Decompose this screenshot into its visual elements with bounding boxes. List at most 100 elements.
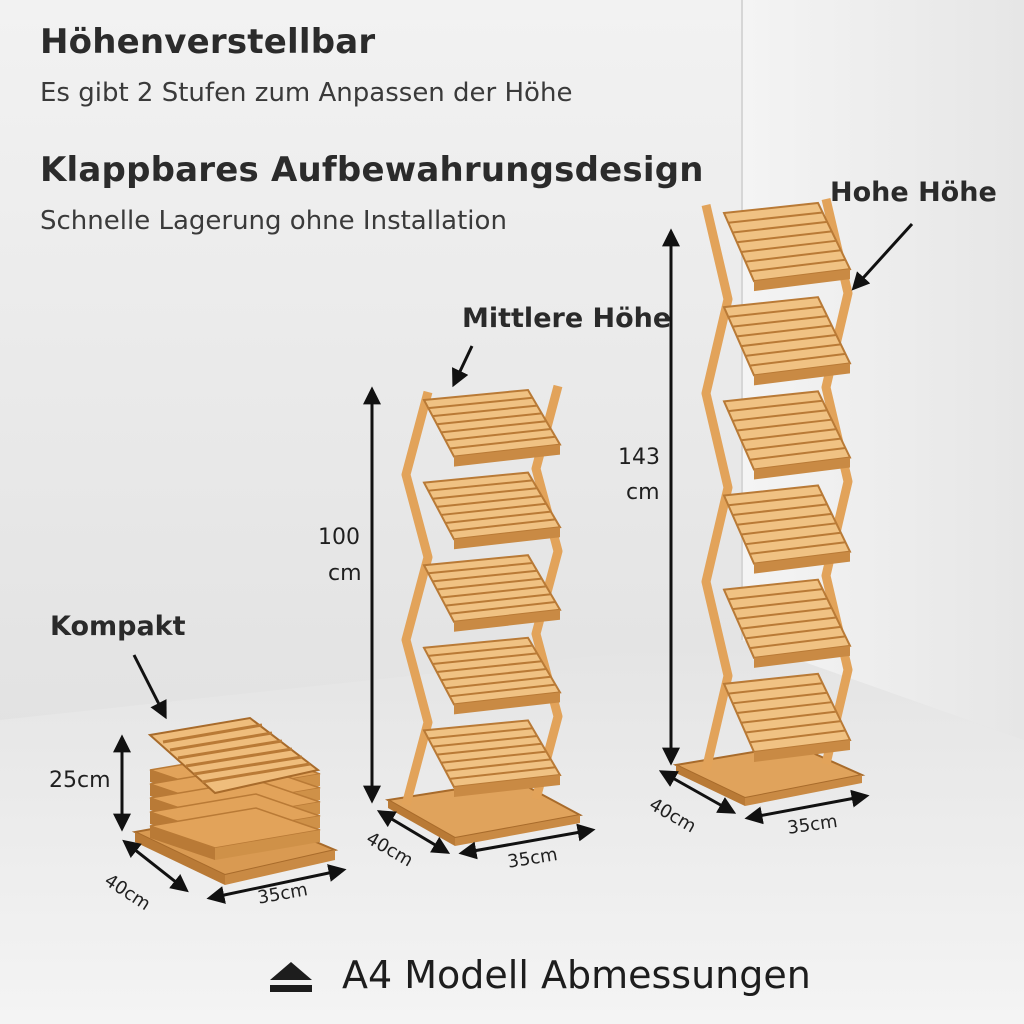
- medium-slat: [432, 487, 538, 500]
- medium-slat: [449, 518, 556, 533]
- medium-height-unit: cm: [328, 561, 362, 586]
- high-width-arrow: [744, 789, 870, 825]
- compact-width-arrow: [206, 864, 347, 904]
- compact-pointer-arrow: [132, 654, 167, 720]
- high-slat: [728, 399, 823, 413]
- medium-slat: [436, 577, 542, 591]
- high-slat: [749, 352, 846, 367]
- high-shelf-lip: [754, 457, 850, 480]
- medium-slat: [441, 502, 547, 516]
- high-frame-right: [821, 197, 853, 766]
- medium-slat: [428, 479, 533, 492]
- compact-height-label: 25cm: [49, 768, 111, 793]
- high-slat: [749, 541, 846, 555]
- medium-frame-left: [401, 390, 433, 807]
- medium-depth-arrow: [376, 810, 451, 854]
- medium-slat: [432, 652, 538, 665]
- medium-slat: [428, 727, 533, 740]
- medium-slat: [449, 601, 556, 615]
- high-slat: [728, 493, 823, 507]
- medium-stand: [385, 384, 583, 846]
- high-slat: [736, 324, 832, 338]
- high-slat: [732, 220, 828, 234]
- subtitle-foldable: Schnelle Lagerung ohne Installation: [40, 206, 507, 236]
- medium-slat: [436, 742, 542, 756]
- medium-pointer-arrow: [452, 345, 474, 388]
- high-slat: [732, 597, 828, 611]
- high-slat: [741, 522, 837, 536]
- high-depth-arrow: [658, 770, 737, 814]
- eject-icon: [268, 958, 314, 998]
- label-high: Hohe Höhe: [830, 177, 997, 208]
- medium-slat: [449, 766, 556, 780]
- footer-caption: A4 Modell Abmessungen: [342, 953, 811, 997]
- medium-slat: [449, 435, 556, 450]
- high-slat: [749, 635, 846, 650]
- high-slat: [732, 315, 828, 328]
- compact-depth-arrow: [122, 839, 189, 893]
- high-shelf-lip: [754, 363, 850, 386]
- medium-slat: [445, 428, 551, 442]
- high-shelf-lip: [754, 740, 850, 762]
- medium-slat: [441, 585, 547, 599]
- high-slat: [736, 512, 832, 526]
- medium-slat: [441, 420, 547, 434]
- high-slat: [736, 701, 832, 715]
- high-frame-left: [701, 203, 733, 772]
- high-shelf-lip: [754, 645, 850, 668]
- high-slat: [745, 625, 841, 640]
- medium-slat: [428, 644, 533, 657]
- high-slat: [736, 418, 832, 432]
- medium-slat: [445, 510, 551, 525]
- high-slat: [749, 258, 846, 273]
- medium-shelf-lip: [454, 527, 560, 550]
- high-slat: [749, 447, 846, 461]
- medium-slat: [432, 569, 538, 583]
- medium-slat: [449, 683, 556, 698]
- high-slat: [745, 249, 841, 263]
- medium-shelf-lip: [454, 775, 560, 797]
- headline-foldable: Klappbares Aufbewahrungsdesign: [40, 150, 704, 190]
- high-slat: [745, 720, 841, 734]
- high-slat: [741, 239, 837, 253]
- medium-width-arrow: [458, 823, 596, 860]
- high-slat: [741, 333, 837, 348]
- label-medium: Mittlere Höhe: [462, 303, 672, 334]
- high-slat: [732, 409, 828, 422]
- high-pointer-arrow: [851, 222, 914, 291]
- high-slat: [741, 710, 837, 724]
- medium-slat: [436, 412, 542, 426]
- medium-height-value: 100: [318, 525, 360, 550]
- high-slat: [728, 682, 823, 695]
- headline-adjustable: Höhenverstellbar: [40, 22, 376, 62]
- high-slat: [745, 437, 841, 452]
- medium-slat: [428, 562, 533, 575]
- high-slat: [745, 343, 841, 357]
- medium-slat: [445, 758, 551, 772]
- medium-slat: [428, 396, 533, 410]
- medium-slat: [445, 675, 551, 690]
- high-slat: [728, 588, 823, 601]
- high-slat: [736, 607, 832, 620]
- medium-shelf-lip: [454, 692, 560, 715]
- high-slat: [728, 305, 823, 318]
- medium-slat: [432, 404, 538, 418]
- high-stand: [672, 197, 866, 806]
- high-slat: [749, 729, 846, 744]
- medium-slat: [441, 668, 547, 682]
- compact-shelf-front: [215, 830, 320, 860]
- high-slat: [736, 230, 832, 244]
- high-slat: [741, 428, 837, 442]
- high-slat: [745, 531, 841, 546]
- medium-slat: [441, 750, 547, 764]
- high-slat: [732, 691, 828, 705]
- medium-shelf-lip: [454, 444, 560, 467]
- medium-slat: [436, 495, 542, 508]
- medium-shelf-lip: [454, 609, 560, 632]
- medium-slat: [432, 735, 538, 748]
- label-compact: Kompakt: [50, 611, 186, 642]
- high-slat: [728, 211, 823, 224]
- high-shelf-lip: [754, 551, 850, 574]
- high-slat: [741, 616, 837, 630]
